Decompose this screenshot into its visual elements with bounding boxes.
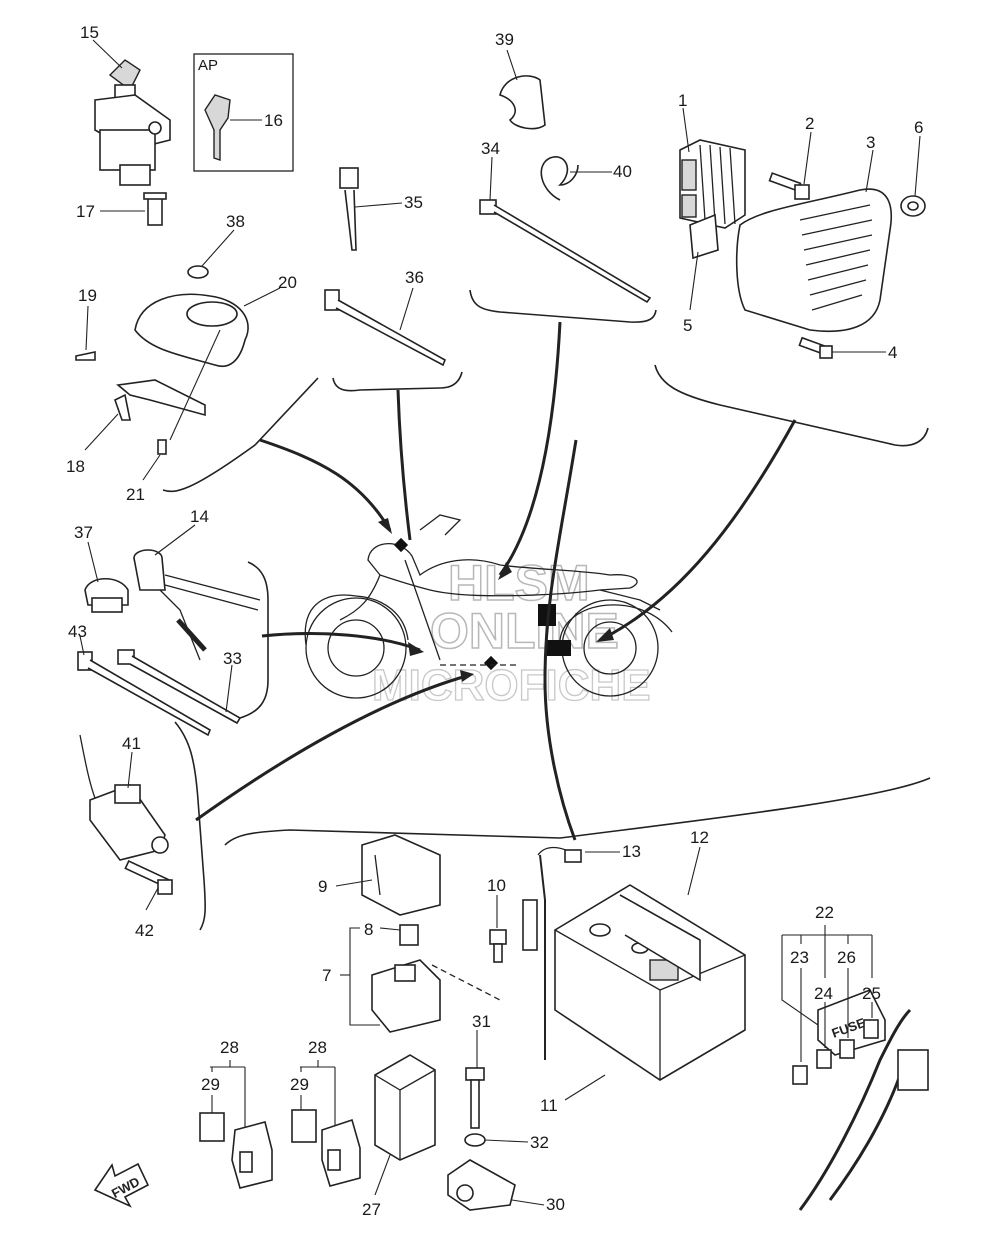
callout-43: 43 [68,622,87,641]
callout-12: 12 [690,828,709,847]
callout-28-left: 28 [220,1038,239,1057]
callout-9: 9 [318,877,327,896]
callout-11: 11 [540,1096,558,1115]
callout-23: 23 [790,948,809,967]
part-1-rectifier-regulator [679,139,746,229]
part-34-cable-tie [479,199,652,304]
callout-26: 26 [837,948,856,967]
callout-6: 6 [914,118,923,137]
part-32-washer [464,1133,486,1147]
part-15-main-switch [94,59,171,226]
callout-4: 4 [888,343,897,362]
part-27-control-unit [374,1054,436,1161]
watermark-line1: HLSM [448,555,590,611]
harness-lines [195,321,797,841]
group-brackets [162,289,931,931]
callout-8: 8 [364,920,373,939]
part-20-meter-cover [75,265,249,455]
watermark: HLSM ONLINE MICROFICHE [371,554,651,710]
callout-25: 25 [862,984,881,1003]
motorcycle-outline [304,514,673,699]
part-36-cable-tie [324,289,447,367]
callout-18: 18 [66,457,85,476]
part-43-cable-tie [77,651,211,737]
fuse-25 [863,1019,879,1039]
fuse-24 [816,1049,832,1069]
part-28-relay-left [231,1121,273,1189]
callout-27: 27 [362,1200,381,1219]
part-40-clip [540,156,579,201]
part-9-cover [361,834,441,916]
fuse-23 [792,1065,808,1085]
callout-22: 22 [815,903,834,922]
callout-40: 40 [613,162,632,181]
part-7-starter-relay [371,959,501,1033]
callout-3: 3 [866,133,875,152]
callout-36: 36 [405,268,424,287]
ap-box-label: AP [198,57,218,74]
watermark-line3: MICROFICHE [372,661,651,710]
callout-15: 15 [80,23,99,42]
callout-29-right: 29 [290,1075,309,1094]
callout-33: 33 [223,649,242,668]
callouts: 15 16 17 38 20 19 18 21 35 36 39 40 [66,23,923,1219]
part-35-cable-tie [339,167,359,251]
callout-14: 14 [190,507,209,526]
callout-19: 19 [78,286,97,305]
part-22-fuse-box: FUSE [798,988,929,1211]
part-6-grommet [900,195,926,217]
callout-13: 13 [622,842,641,861]
callout-21: 21 [126,485,145,504]
callout-24: 24 [814,984,833,1003]
part-41-relay [79,734,169,861]
callout-39: 39 [495,30,514,49]
part-42-bolt [124,860,173,895]
ap-box: AP [193,53,294,172]
watermark-line2: ONLINE [430,603,619,659]
callout-29-left: 29 [201,1075,220,1094]
part-31-bolt [465,1067,485,1129]
callout-38: 38 [226,212,245,231]
callout-20: 20 [278,273,297,292]
callout-41: 41 [122,734,141,753]
callout-10: 10 [487,876,506,895]
fuse-26 [839,1039,855,1059]
part-37-clamp [84,577,129,613]
callout-28-right: 28 [308,1038,327,1057]
part-8-fuse [399,924,419,946]
part-14-horn-switch [133,549,261,661]
part-5-label [689,213,719,260]
callout-16: 16 [264,111,283,130]
part-2-bolt [768,172,810,200]
callout-42: 42 [135,921,154,940]
part-3-cover [735,188,892,332]
fwd-arrow: FWD [93,1162,150,1208]
part-30-bracket [447,1159,516,1211]
callout-32: 32 [530,1133,549,1152]
part-12-battery [554,884,746,1081]
callout-30: 30 [546,1195,565,1214]
part-13-cable [522,846,582,1060]
callout-1: 1 [678,91,687,110]
callout-34: 34 [481,139,500,158]
callout-35: 35 [404,193,423,212]
part-4-bolt [798,336,833,359]
callout-7: 7 [322,966,331,985]
callout-17: 17 [76,202,95,221]
callout-5: 5 [683,316,692,335]
part-10-bolt [489,929,507,963]
callout-37: 37 [74,523,93,542]
part-28-relay-right [321,1118,361,1187]
callout-31: 31 [472,1012,491,1031]
part-39-clamp [499,75,546,130]
part-33-cable-tie [117,649,242,725]
callout-2: 2 [805,114,814,133]
part-29-coupler-right [291,1109,317,1143]
part-29-coupler-left [199,1112,225,1142]
